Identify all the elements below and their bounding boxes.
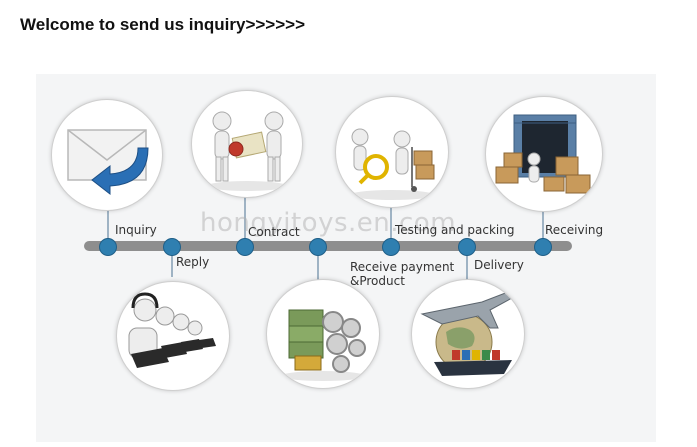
envelope-reply-icon (67, 129, 149, 196)
inquiry-circle (51, 99, 163, 211)
connector-receiving (542, 210, 544, 241)
reply-circle (116, 281, 230, 391)
step-label-receive-payment: Receive payment &Product (350, 260, 454, 288)
connector-reply (171, 251, 173, 277)
step-label-delivery: Delivery (474, 258, 524, 272)
connector-payment (317, 251, 319, 281)
step-label-receiving: Receiving (545, 223, 604, 237)
step-label-reply: Reply (176, 255, 210, 269)
step-dot-delivery (458, 238, 476, 256)
magnifier-packing-icon (350, 128, 435, 200)
receiving-circle (485, 96, 603, 212)
payment-circle (266, 279, 380, 389)
step-label-receive-payment-line1: Receive payment (350, 260, 455, 274)
process-timeline (84, 241, 572, 251)
step-label-testing: Testing and packing (395, 223, 515, 237)
step-dot-payment (309, 238, 327, 256)
handshake-contract-icon (207, 111, 287, 191)
airplane-globe-ship-icon (420, 291, 513, 376)
call-center-icon (128, 292, 216, 368)
money-gears-icon (281, 309, 366, 381)
connector-inquiry (107, 205, 109, 241)
step-dot-inquiry (99, 238, 117, 256)
step-label-contract: Contract (248, 225, 300, 239)
contract-circle (191, 90, 303, 198)
step-dot-receiving (534, 238, 552, 256)
connector-testing (390, 203, 392, 241)
watermark-text: hongyitoys.en.com (200, 208, 457, 238)
testing-circle (335, 96, 449, 208)
connector-contract (244, 191, 246, 241)
step-label-receive-payment-line2: &Product (350, 274, 405, 288)
delivery-circle (411, 279, 525, 389)
page-title: Welcome to send us inquiry>>>>>> (20, 15, 306, 34)
step-dot-reply (163, 238, 181, 256)
container-boxes-icon (495, 114, 591, 194)
connector-delivery (466, 251, 468, 281)
step-label-inquiry: Inquiry (115, 223, 157, 237)
step-dot-contract (236, 238, 254, 256)
step-dot-testing (382, 238, 400, 256)
